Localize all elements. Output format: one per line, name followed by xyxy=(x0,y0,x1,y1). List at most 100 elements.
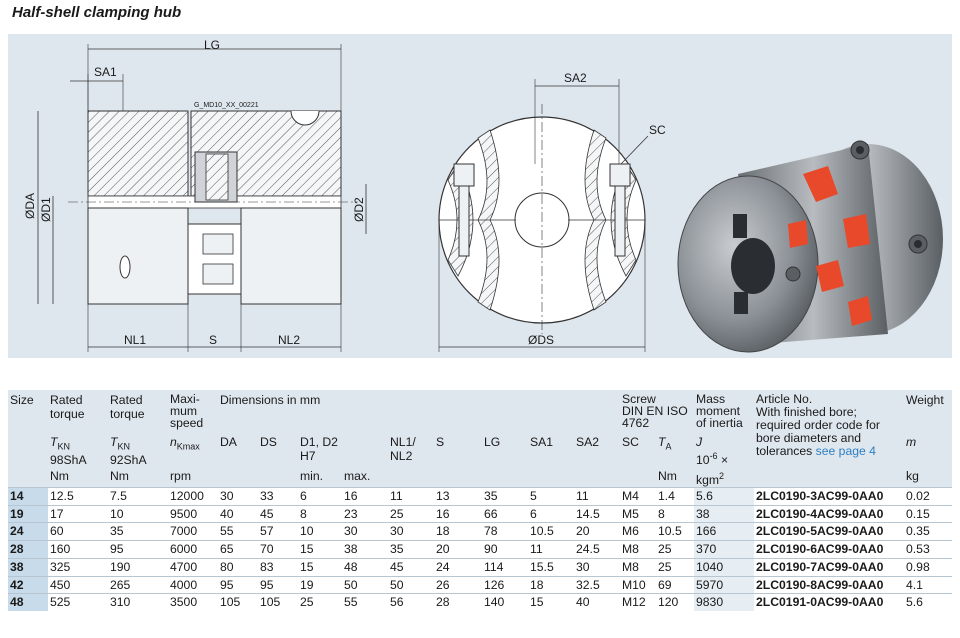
table-cell: 2LC0190-5AC99-0AA0 xyxy=(754,522,904,541)
unit-nm-1: Nm xyxy=(48,469,108,488)
table-cell: 38 xyxy=(342,540,388,559)
table-cell: 40 xyxy=(218,504,258,523)
header-da: DA xyxy=(218,435,258,469)
header-dimensions: Dimensions in mm xyxy=(218,390,620,435)
table-cell: 56 xyxy=(388,593,434,611)
table-cell: 95 xyxy=(218,575,258,594)
dim-sa2: SA2 xyxy=(564,71,587,85)
table-cell: 4000 xyxy=(168,575,218,594)
coupling-render xyxy=(677,140,943,353)
unit-rpm: rpm xyxy=(168,469,218,488)
table-cell: 12000 xyxy=(168,487,218,506)
table-cell: 105 xyxy=(258,593,298,611)
table-cell: 24.5 xyxy=(574,540,620,559)
table-cell: 95 xyxy=(258,575,298,594)
table-cell: 160 xyxy=(48,540,108,559)
unit-kg: kg xyxy=(904,469,952,488)
table-cell: 15 xyxy=(528,593,574,611)
table-cell: 35 xyxy=(108,522,168,541)
dim-ds: ØDS xyxy=(528,333,554,347)
table-cell: 10 xyxy=(108,504,168,523)
table-cell: 19 xyxy=(298,575,342,594)
table-cell: 1040 xyxy=(694,557,754,577)
header-lg: LG xyxy=(482,435,528,469)
table-cell: 2LC0190-8AC99-0AA0 xyxy=(754,575,904,594)
unit-kgm2: kgm2 xyxy=(694,469,754,488)
header-nkmax: nKmax xyxy=(168,435,218,469)
technical-drawing: LG SA1 G_MD10_XX_00221 ØDA ØD1 ØD2 NL1 S… xyxy=(8,34,952,358)
table-cell: 0.98 xyxy=(904,557,952,577)
table-cell: 10 xyxy=(298,522,342,541)
table-cell: 17 xyxy=(48,504,108,523)
dim-sc: SC xyxy=(649,123,666,137)
header-row-units: Nm Nm rpm min. max. Nm kgm2 kg xyxy=(8,469,952,488)
table-cell: 4700 xyxy=(168,557,218,577)
table-cell: M12 xyxy=(620,593,656,611)
header-sa2: SA2 xyxy=(574,435,620,469)
front-view xyxy=(438,79,649,352)
table-cell: 265 xyxy=(108,575,168,594)
table-cell: 126 xyxy=(482,575,528,594)
dim-d2: ØD2 xyxy=(352,197,366,222)
table-cell: 42 xyxy=(8,575,48,594)
table-cell: 2LC0190-6AC99-0AA0 xyxy=(754,540,904,559)
table-cell: 23 xyxy=(342,504,388,523)
header-s: S xyxy=(434,435,482,469)
table-cell: 2LC0190-3AC99-0AA0 xyxy=(754,487,904,506)
table-cell: 370 xyxy=(694,540,754,559)
table-cell: 40 xyxy=(574,593,620,611)
drawing-code: G_MD10_XX_00221 xyxy=(194,102,259,109)
table-cell: 83 xyxy=(258,557,298,577)
table-cell: 2LC0191-0AC99-0AA0 xyxy=(754,593,904,611)
table-cell: 11 xyxy=(388,487,434,506)
table-cell: 25 xyxy=(656,540,694,559)
table-cell: 0.35 xyxy=(904,522,952,541)
table-cell: 3500 xyxy=(168,593,218,611)
table-cell: 19 xyxy=(8,504,48,523)
table-cell: 60 xyxy=(48,522,108,541)
table-cell: 2LC0190-7AC99-0AA0 xyxy=(754,557,904,577)
table-cell: 35 xyxy=(388,540,434,559)
table-cell: 9500 xyxy=(168,504,218,523)
header-article: Article No.With finished bore;required o… xyxy=(754,390,904,469)
unit-nm-2: Nm xyxy=(108,469,168,488)
header-m: m xyxy=(904,435,952,469)
table-cell: 166 xyxy=(694,522,754,541)
table-cell: 8 xyxy=(656,504,694,523)
table-cell: 26 xyxy=(434,575,482,594)
table-cell: 0.15 xyxy=(904,504,952,523)
table-cell: 5.6 xyxy=(694,487,754,506)
table-cell: 2LC0190-4AC99-0AA0 xyxy=(754,504,904,523)
see-page-link[interactable]: see page 4 xyxy=(815,444,876,458)
table-cell: 5 xyxy=(528,487,574,506)
header-sc: SC xyxy=(620,435,656,469)
table-cell: 95 xyxy=(108,540,168,559)
header-size: Size xyxy=(8,390,48,435)
table-cell: 9830 xyxy=(694,593,754,611)
table-cell: 50 xyxy=(342,575,388,594)
table-cell: 30 xyxy=(218,487,258,506)
table-cell: 140 xyxy=(482,593,528,611)
table-cell: 66 xyxy=(482,504,528,523)
dim-s: S xyxy=(209,333,217,347)
table-cell: 310 xyxy=(108,593,168,611)
table-cell: 24 xyxy=(8,522,48,541)
table-cell: 5970 xyxy=(694,575,754,594)
side-view xyxy=(37,44,367,352)
table-cell: 30 xyxy=(574,557,620,577)
header-ta: TA xyxy=(656,435,694,469)
table-cell: 16 xyxy=(434,504,482,523)
table-cell: 45 xyxy=(388,557,434,577)
table-cell: 525 xyxy=(48,593,108,611)
table-cell: M6 xyxy=(620,522,656,541)
table-cell: 55 xyxy=(342,593,388,611)
table-cell: 14.5 xyxy=(574,504,620,523)
table-cell: M10 xyxy=(620,575,656,594)
